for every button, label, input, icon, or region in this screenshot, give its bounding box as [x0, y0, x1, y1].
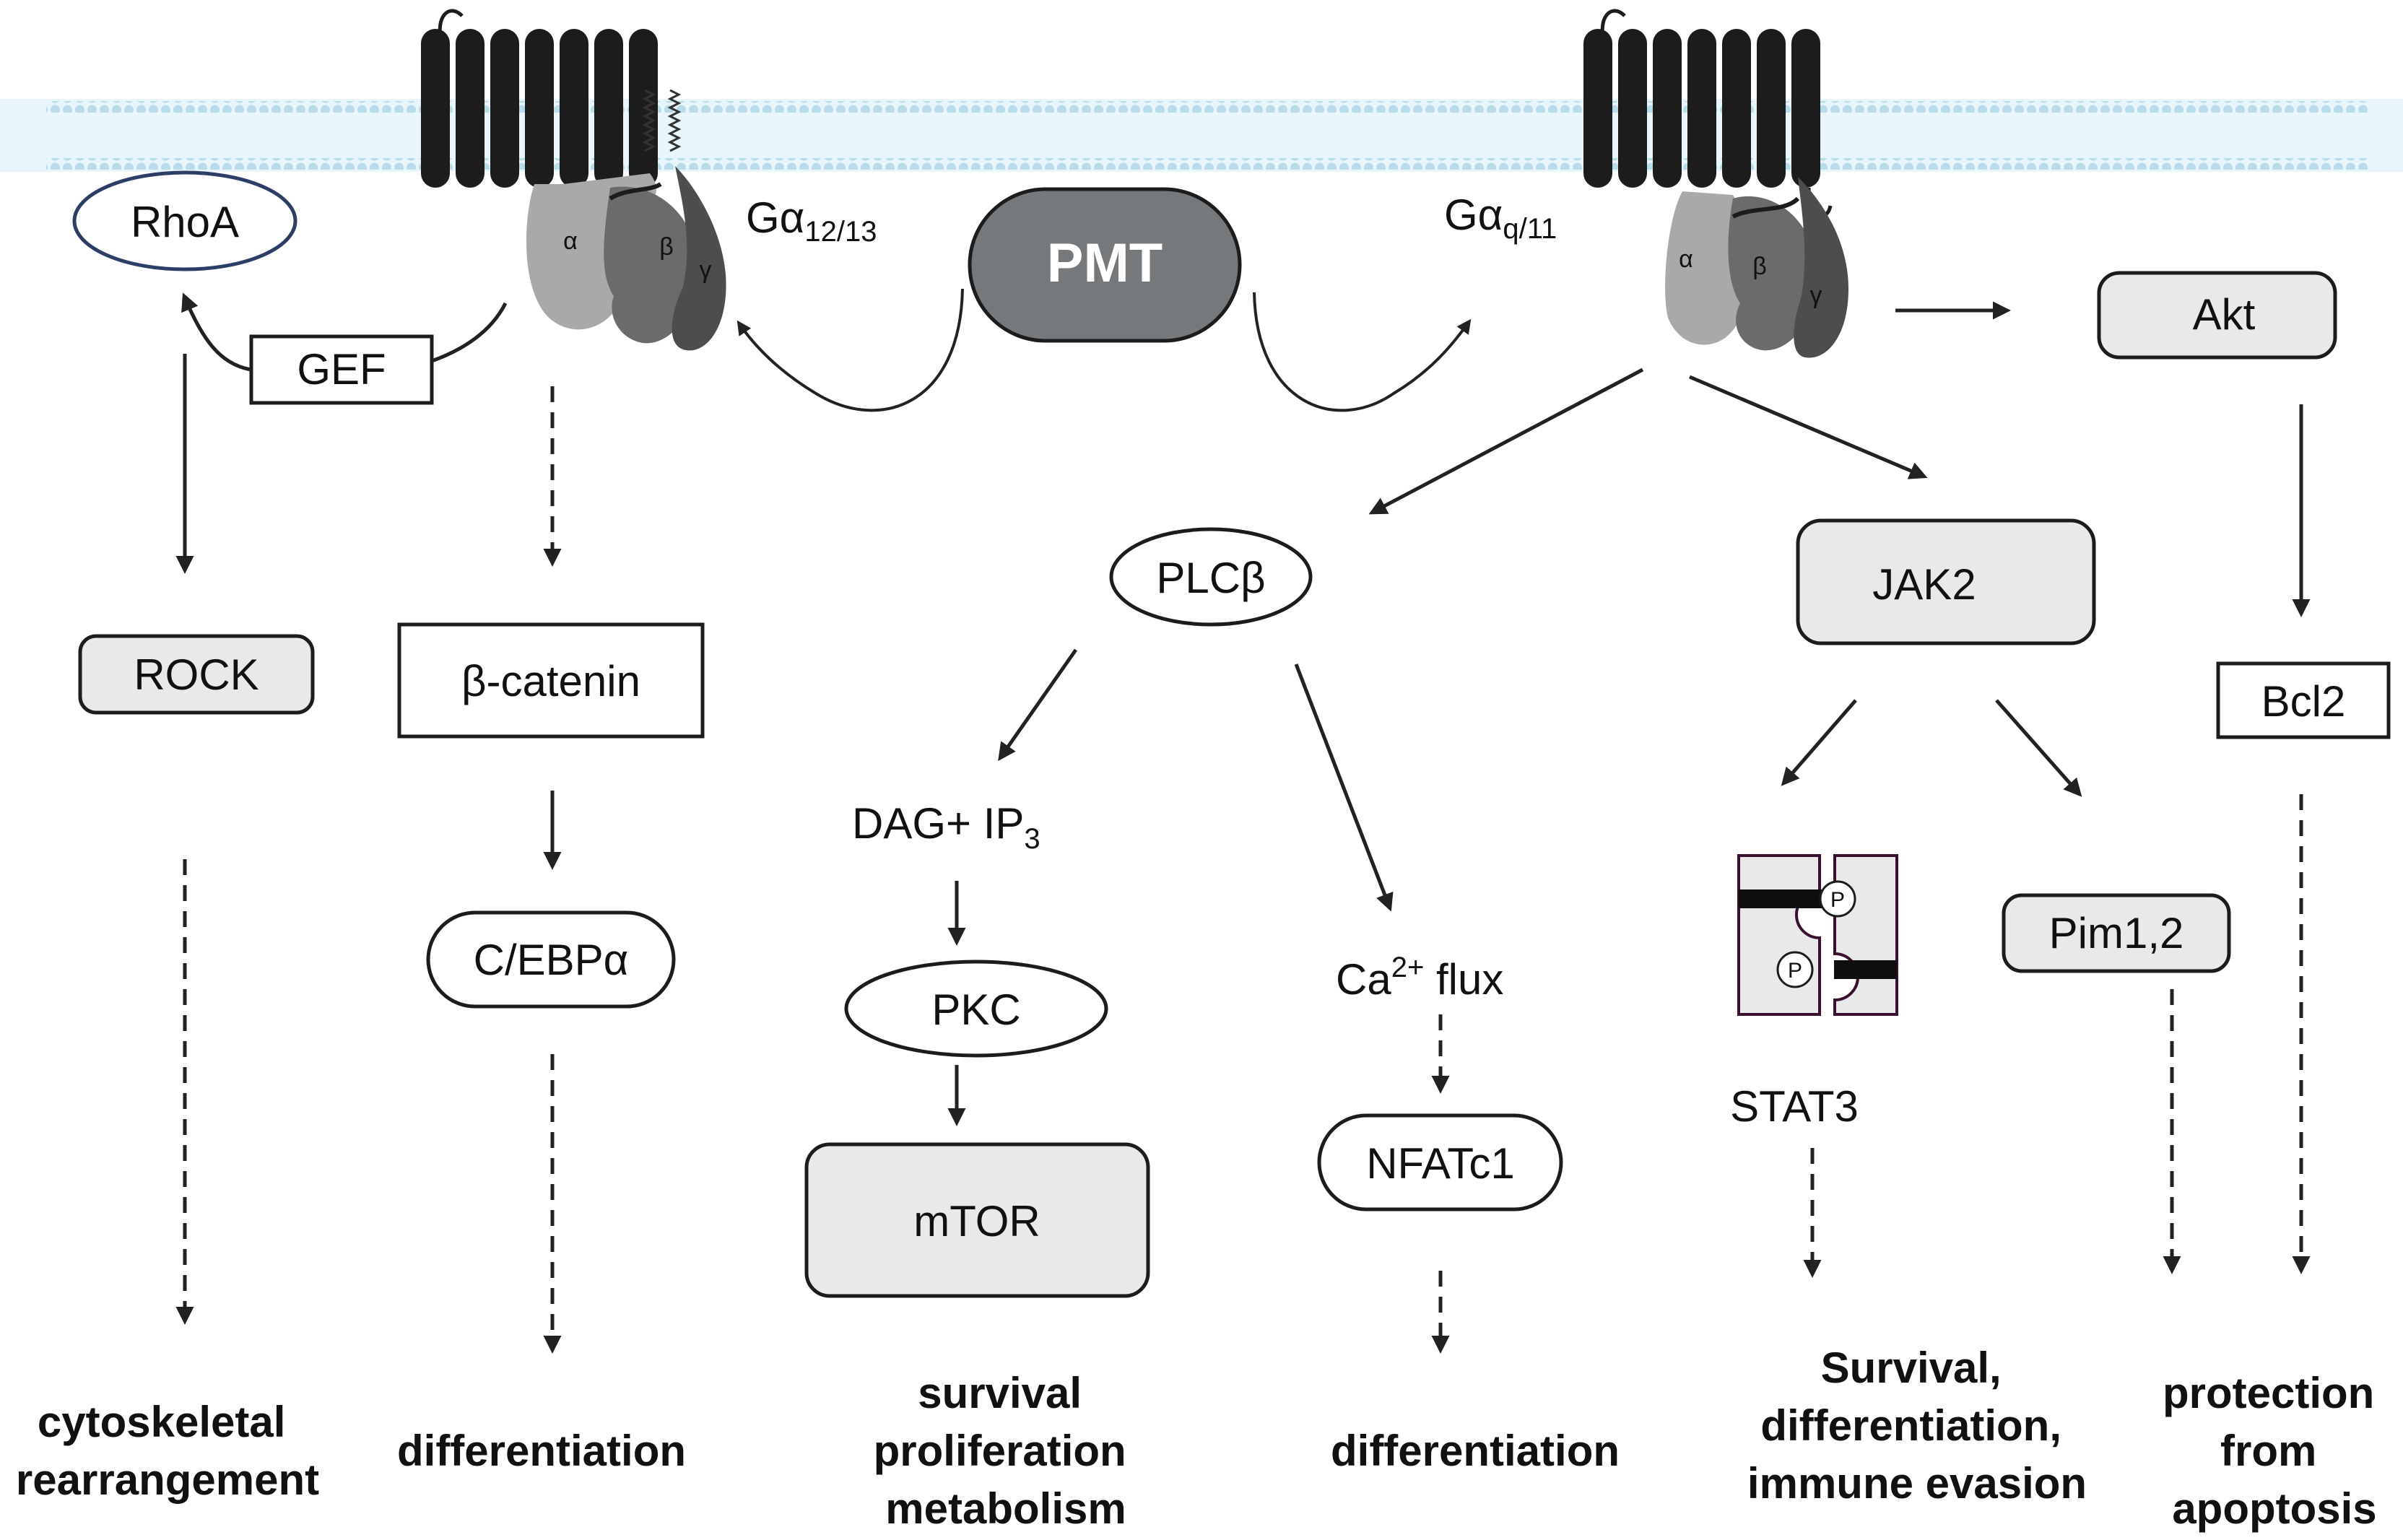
plasma-membrane	[0, 99, 2403, 172]
beta-catenin-node: β-catenin	[397, 622, 705, 739]
jak2-label: JAK2	[1872, 560, 1976, 609]
g-protein-left: α β γ	[526, 166, 726, 351]
g-protein-right: α β γ	[1665, 177, 1848, 358]
alpha-subunit-label-right: α	[1679, 245, 1693, 273]
plcb-label: PLCβ	[1156, 554, 1265, 602]
plcb-node: PLCβ	[1109, 527, 1313, 627]
pmt-node: PMT	[968, 187, 1242, 343]
bcl2-node: Bcl2	[2216, 661, 2391, 739]
outcome-cytoskeletal: cytoskeletal rearrangement	[16, 1398, 319, 1504]
outcome-survival-immune: Survival, differentiation, immune evasio…	[1747, 1344, 2087, 1508]
ca-flux-label: Ca2+ flux	[1336, 952, 1503, 1004]
rhoa-label: RhoA	[131, 198, 239, 246]
pmt-to-ga1213-arrow	[736, 288, 964, 412]
phospho-label-2: P	[1788, 959, 1802, 983]
akt-node: Akt	[2097, 271, 2337, 360]
cebpa-label: C/EBPα	[474, 936, 629, 984]
beta-catenin-label: β-catenin	[461, 657, 640, 705]
g-alpha-q-11-label: Gαq/11	[1444, 191, 1557, 245]
stat3-dimer-icon: P P	[1737, 854, 1898, 1016]
pkc-node: PKC	[844, 960, 1108, 1058]
akt-label: Akt	[2193, 290, 2256, 339]
gpcr-receptor-left	[421, 9, 682, 218]
outcome-differentiation-left: differentiation	[397, 1427, 686, 1475]
beta-subunit-label-left: β	[659, 233, 674, 261]
plcb-to-dag-arrow	[998, 648, 1078, 762]
outcome-survival-proliferation: survival proliferation metabolism	[874, 1369, 1139, 1533]
phospho-label-1: P	[1830, 888, 1845, 912]
jak2-node: JAK2	[1796, 518, 2096, 645]
jak2-to-stat3-arrow	[1781, 699, 1857, 786]
dag-ip3-label: DAG+ IP3	[852, 799, 1040, 855]
gq11-to-jak2-arrow	[1689, 375, 1928, 479]
pim12-node: Pim1,2	[2002, 893, 2231, 973]
plcb-to-ca-arrow	[1294, 664, 1394, 912]
gq11-to-plcb-arrow	[1368, 367, 1644, 515]
cebpa-node: C/EBPα	[426, 910, 676, 1009]
mtor-label: mTOR	[913, 1197, 1040, 1245]
gpcr-receptor-right	[1583, 9, 1833, 218]
gef-node: GEF	[249, 334, 434, 405]
gef-label: GEF	[297, 345, 386, 393]
jak2-to-pim-arrow	[1995, 699, 2082, 797]
outcome-protection-apoptosis: protection from apoptosis	[2163, 1369, 2386, 1533]
outcome-differentiation-middle: differentiation	[1331, 1427, 1620, 1475]
pmt-label: PMT	[1047, 232, 1163, 294]
g-protein-to-gef-line	[431, 302, 508, 363]
pkc-label: PKC	[931, 986, 1020, 1034]
gamma-subunit-label-left: γ	[700, 256, 712, 284]
rock-node: ROCK	[78, 634, 315, 715]
mtor-node: mTOR	[804, 1142, 1150, 1298]
nfatc1-label: NFATc1	[1366, 1139, 1515, 1188]
pmt-to-gaq11-arrow	[1253, 292, 1472, 412]
bcl2-label: Bcl2	[2261, 677, 2346, 726]
rhoa-node: RhoA	[72, 170, 297, 271]
alpha-subunit-label-left: α	[563, 227, 578, 255]
g-alpha-12-13-label: Gα12/13	[746, 193, 877, 248]
pim12-label: Pim1,2	[2049, 909, 2184, 957]
gef-to-rhoa-arrow	[181, 292, 252, 372]
nfatc1-node: NFATc1	[1317, 1113, 1563, 1211]
beta-subunit-label-right: β	[1752, 253, 1767, 280]
gamma-subunit-label-right: γ	[1810, 282, 1822, 309]
stat3-label: STAT3	[1730, 1082, 1859, 1131]
rock-label: ROCK	[134, 651, 258, 699]
